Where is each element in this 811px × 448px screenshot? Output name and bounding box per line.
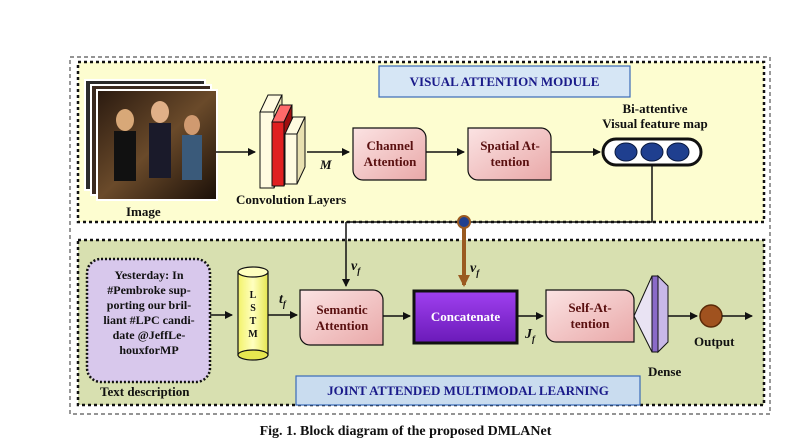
tweet-line: houxforMP	[119, 343, 179, 357]
tweet-text: Yesterday: In #Pembroke sup- porting our…	[90, 268, 208, 358]
tweet-line: liant #LPC candi-	[103, 313, 195, 327]
tweet-line: porting our bril-	[106, 298, 192, 312]
vf-left-sub: f	[357, 265, 361, 276]
visual-module-title-box	[378, 65, 631, 98]
tweet-line: Yesterday: In	[114, 268, 184, 282]
tweet-line: #Pembroke sup-	[107, 283, 191, 297]
spatial-attention-box	[467, 127, 552, 181]
convolution-layers-label: Convolution Layers	[236, 192, 347, 207]
convolution-layers-icon	[259, 94, 306, 189]
featuremap-return-line	[346, 165, 653, 223]
semantic-attention-label: Semantic Attention	[315, 302, 369, 333]
concatenate-label: Concatenate	[430, 309, 501, 324]
lstm-label: L S T M	[238, 289, 268, 341]
vf-left-symbol: vf	[351, 259, 360, 276]
jf-symbol: Jf	[525, 327, 535, 344]
feature-map-label-line1: Bi-attentive	[622, 101, 688, 116]
feature-map-label-line2: Visual feature map	[602, 116, 708, 131]
tweet-line: date @JeffLe-	[112, 328, 186, 342]
vf-right-symbol: vf	[470, 261, 479, 278]
vf-left-base: v	[351, 259, 358, 274]
channel-attention-box	[352, 127, 427, 181]
dense-label: Dense	[648, 364, 682, 379]
tweet-box	[85, 257, 212, 384]
vf-right-base: v	[470, 261, 477, 276]
dense-layer	[633, 274, 669, 354]
lstm-letter: T	[249, 316, 257, 327]
tf-sub: f	[282, 298, 286, 309]
image-label: Image	[126, 204, 161, 219]
junction-node	[457, 215, 471, 229]
semantic-attention-box	[299, 289, 384, 346]
tf-base: t	[279, 292, 283, 307]
m-symbol: M	[320, 157, 332, 172]
visual-module-title: VISUAL ATTENTION MODULE	[409, 73, 600, 89]
outer-frame	[69, 56, 771, 415]
jf-sub: f	[532, 333, 535, 344]
lstm-letter: S	[250, 303, 256, 314]
concatenate-box	[412, 289, 519, 345]
self-attention-label: Self-At-tention	[568, 300, 612, 331]
lstm-letter: M	[248, 329, 258, 340]
vf-right-sub: f	[476, 267, 480, 278]
lstm-cylinder	[237, 266, 269, 361]
text-description-label: Text description	[100, 384, 190, 399]
tf-symbol: tf	[279, 292, 286, 309]
feature-map-label: Bi-attentive Visual feature map	[595, 101, 715, 131]
jf-base: J	[525, 327, 532, 342]
lstm-letter: L	[249, 290, 257, 301]
self-attention-box	[545, 289, 635, 343]
image-stack	[84, 79, 218, 201]
output-node	[699, 304, 723, 328]
figure-caption: Fig. 1. Block diagram of the proposed DM…	[259, 424, 552, 439]
joint-module-title: JOINT ATTENDED MULTIMODAL LEARNING	[327, 382, 609, 398]
channel-attention-label: Channel Attention	[363, 138, 417, 169]
joint-module-title-box	[295, 375, 641, 406]
bi-attentive-feature-map	[601, 137, 703, 167]
output-label: Output	[694, 334, 735, 349]
spatial-attention-label: Spatial At-tention	[480, 138, 540, 169]
